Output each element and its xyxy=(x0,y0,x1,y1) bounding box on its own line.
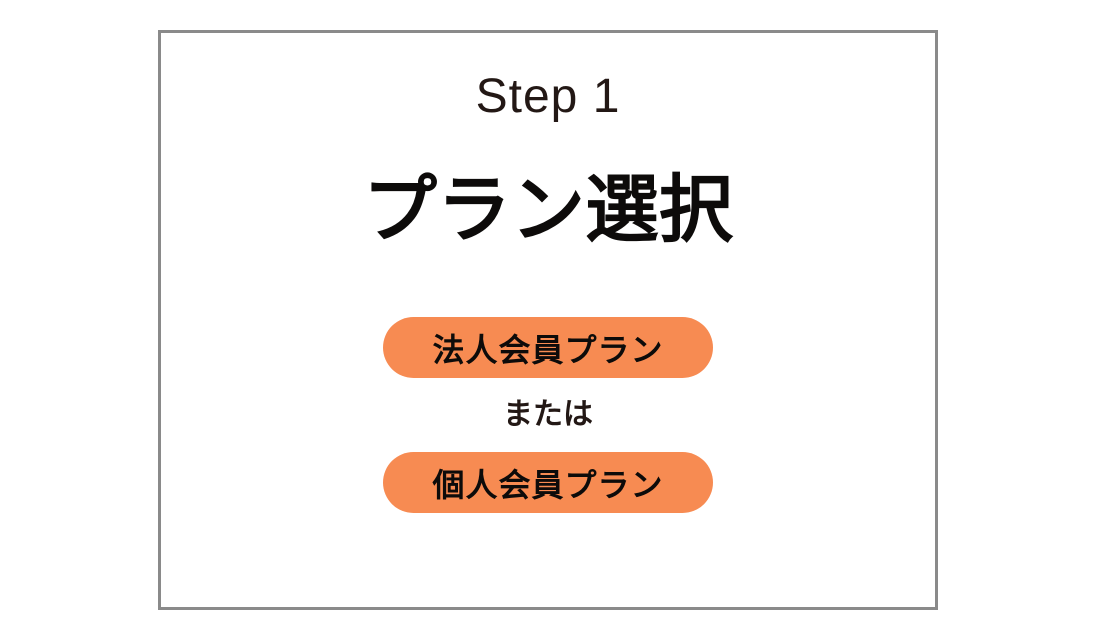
page-title: プラン選択 xyxy=(363,168,733,251)
individual-plan-button[interactable]: 個人会員プラン xyxy=(383,452,713,513)
or-text: または xyxy=(503,398,593,431)
step-card: Step 1 プラン選択 法人会員プラン または 個人会員プラン xyxy=(158,30,938,610)
corporate-plan-button[interactable]: 法人会員プラン xyxy=(383,317,713,378)
step-label: Step 1 xyxy=(475,70,621,123)
